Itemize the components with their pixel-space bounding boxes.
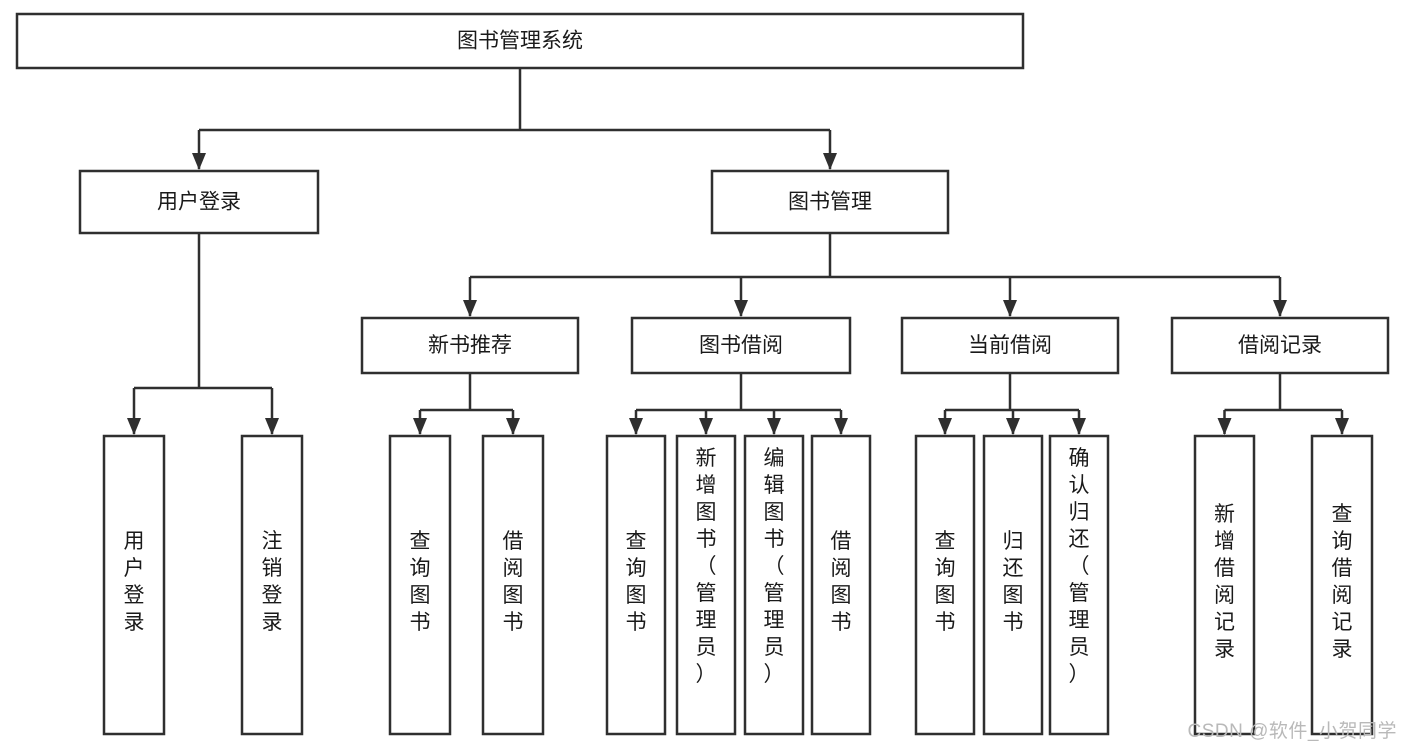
node-leaf-leaf-user-login-label: 用户登录 (124, 530, 145, 634)
arrow-head-icon (463, 300, 477, 317)
node-level2-current-borrow-label: 当前借阅 (968, 334, 1052, 357)
node-leaf-leaf-query-book-3[interactable]: 查询图书 (914, 434, 976, 736)
arrow-head-icon (938, 418, 952, 435)
node-level2-current-borrow[interactable]: 当前借阅 (900, 316, 1120, 375)
node-leaf-leaf-user-login-box (102, 434, 166, 736)
node-leaf-leaf-return-book-label: 归还图书 (1003, 530, 1024, 634)
node-level2-borrow-record[interactable]: 借阅记录 (1170, 316, 1390, 375)
arrow-head-icon (127, 418, 141, 435)
node-root-label: 图书管理系统 (457, 30, 583, 53)
node-leaf-leaf-return-book[interactable]: 归还图书 (982, 434, 1044, 736)
node-leaf-leaf-confirm-return-admin[interactable]: 确认归还（管理员） (1048, 434, 1110, 736)
node-leaf-leaf-return-book-box (982, 434, 1044, 736)
node-level2-new-book-recommend-label: 新书推荐 (428, 334, 512, 357)
arrow-head-icon (265, 418, 279, 435)
connector-layer (127, 68, 1349, 435)
node-leaf-leaf-borrow-book-2-label: 借阅图书 (831, 530, 852, 634)
node-leaf-leaf-query-book-2-box (605, 434, 667, 736)
arrow-head-icon (629, 418, 643, 435)
node-leaf-leaf-user-logout[interactable]: 注销登录 (240, 434, 304, 736)
arrow-head-icon (1072, 418, 1086, 435)
node-leaf-leaf-borrow-book-1-label: 借阅图书 (503, 530, 524, 634)
arrow-head-icon (734, 300, 748, 317)
node-leaf-leaf-borrow-book-2[interactable]: 借阅图书 (810, 434, 872, 736)
node-leaf-leaf-user-logout-box (240, 434, 304, 736)
node-level2-borrow-record-label: 借阅记录 (1238, 334, 1322, 357)
arrow-head-icon (192, 153, 206, 170)
node-leaf-leaf-confirm-return-admin-label: 确认归还（管理员） (1069, 447, 1090, 686)
node-level1-book-manage-box (710, 169, 950, 235)
node-leaf-leaf-borrow-book-2-box (810, 434, 872, 736)
arrow-head-icon (767, 418, 781, 435)
node-leaf-leaf-add-borrow-record[interactable]: 新增借阅记录 (1193, 434, 1256, 736)
node-level2-current-borrow-box (900, 316, 1120, 375)
arrow-head-icon (834, 418, 848, 435)
node-level2-new-book-recommend[interactable]: 新书推荐 (360, 316, 580, 375)
arrow-head-icon (1006, 418, 1020, 435)
node-leaf-leaf-query-borrow-record[interactable]: 查询借阅记录 (1310, 434, 1374, 736)
node-level1-book-manage-label: 图书管理 (788, 191, 872, 214)
node-leaf-leaf-add-borrow-record-label: 新增借阅记录 (1214, 503, 1235, 661)
node-level2-book-borrow-box (630, 316, 852, 375)
node-level1-user-login-label: 用户登录 (157, 191, 241, 214)
node-leaf-leaf-query-book-2[interactable]: 查询图书 (605, 434, 667, 736)
node-root[interactable]: 图书管理系统 (15, 12, 1025, 70)
node-leaf-leaf-user-login[interactable]: 用户登录 (102, 434, 166, 736)
node-leaf-leaf-edit-book-admin-label: 编辑图书（管理员） (764, 447, 785, 686)
node-leaf-leaf-query-book-3-label: 查询图书 (935, 530, 956, 634)
node-leaf-leaf-borrow-book-1-box (481, 434, 545, 736)
node-root-box (15, 12, 1025, 70)
node-layer: 图书管理系统用户登录图书管理新书推荐图书借阅当前借阅借阅记录用户登录注销登录查询… (15, 12, 1390, 736)
arrow-head-icon (1003, 300, 1017, 317)
arrow-head-icon (1273, 300, 1287, 317)
node-level1-user-login[interactable]: 用户登录 (78, 169, 320, 235)
watermark-text: CSDN @软件_小贺同学 (1187, 721, 1397, 742)
node-leaf-leaf-edit-book-admin-box (743, 434, 805, 736)
node-leaf-leaf-add-borrow-record-box (1193, 434, 1256, 736)
node-leaf-leaf-query-book-1-label: 查询图书 (410, 530, 431, 634)
node-leaf-leaf-confirm-return-admin-box (1048, 434, 1110, 736)
node-leaf-leaf-query-book-3-box (914, 434, 976, 736)
node-leaf-leaf-add-book-admin-label: 新增图书（管理员） (696, 447, 717, 686)
node-level2-new-book-recommend-box (360, 316, 580, 375)
node-leaf-leaf-edit-book-admin[interactable]: 编辑图书（管理员） (743, 434, 805, 736)
node-leaf-leaf-query-book-1[interactable]: 查询图书 (388, 434, 452, 736)
node-leaf-leaf-borrow-book-1[interactable]: 借阅图书 (481, 434, 545, 736)
arrow-head-icon (506, 418, 520, 435)
node-leaf-leaf-user-logout-label: 注销登录 (262, 530, 283, 634)
node-leaf-leaf-query-borrow-record-label: 查询借阅记录 (1332, 503, 1353, 661)
arrow-head-icon (1335, 418, 1349, 435)
node-leaf-leaf-query-book-2-label: 查询图书 (626, 530, 647, 634)
node-leaf-leaf-add-book-admin-box (675, 434, 737, 736)
node-level2-book-borrow[interactable]: 图书借阅 (630, 316, 852, 375)
node-level2-borrow-record-box (1170, 316, 1390, 375)
node-level1-user-login-box (78, 169, 320, 235)
node-leaf-leaf-add-book-admin[interactable]: 新增图书（管理员） (675, 434, 737, 736)
node-level1-book-manage[interactable]: 图书管理 (710, 169, 950, 235)
node-leaf-leaf-query-borrow-record-box (1310, 434, 1374, 736)
arrow-head-icon (413, 418, 427, 435)
arrow-head-icon (699, 418, 713, 435)
node-leaf-leaf-query-book-1-box (388, 434, 452, 736)
node-level2-book-borrow-label: 图书借阅 (699, 334, 783, 357)
arrow-head-icon (1217, 418, 1232, 435)
arrow-head-icon (823, 153, 837, 170)
